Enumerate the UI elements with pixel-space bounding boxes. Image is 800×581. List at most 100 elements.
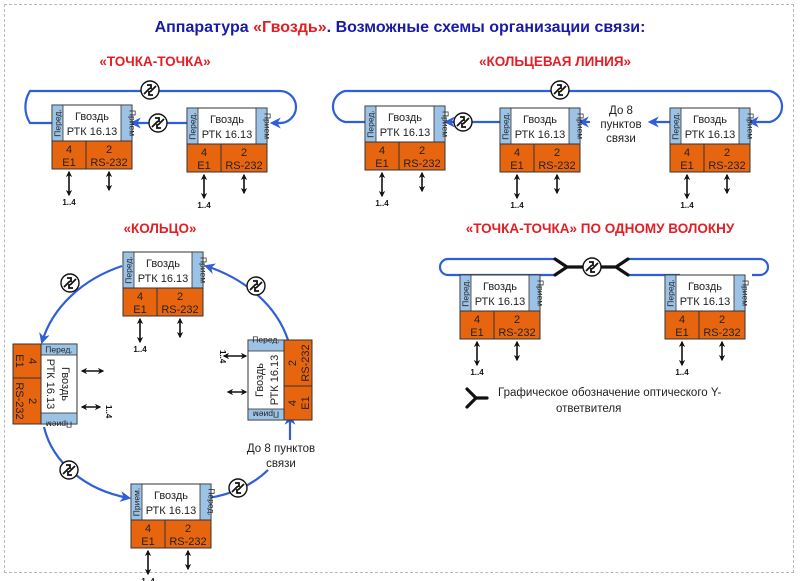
- legend-text-line-1: Графическое обозначение оптического Y-: [498, 387, 721, 399]
- rx-label: Прием: [199, 257, 209, 283]
- tx-label: Перед.: [366, 110, 376, 137]
- rs232-port-label: RS-232: [13, 382, 25, 419]
- device-name: Гвоздь: [483, 281, 517, 293]
- optical-coupler-icon: [582, 257, 602, 277]
- e1-port-label: E1: [680, 160, 693, 172]
- tx-label: Перед.: [45, 345, 72, 355]
- note-line-1: До 8 пунктов: [247, 443, 315, 455]
- rs232-port-count: 2: [287, 360, 299, 366]
- e1-port-label: E1: [197, 160, 210, 172]
- optical-y-splitter-icon: [553, 257, 586, 277]
- section-title-ring-line: «КОЛЬЦЕВАЯ ЛИНИЯ»: [479, 54, 631, 69]
- e1-port-label: E1: [13, 354, 25, 367]
- rs232-port-count: 2: [419, 145, 425, 157]
- rs232-port-count: 2: [185, 523, 191, 535]
- e1-port-label: E1: [62, 157, 75, 169]
- e1-port-count: 4: [474, 314, 480, 326]
- optical-coupler-icon: [60, 273, 80, 293]
- rs232-port-label: RS-232: [498, 327, 535, 339]
- rs232-port-label: RS-232: [708, 160, 745, 172]
- rx-label: Перед.: [252, 335, 279, 345]
- e1-range-label: 1..4: [104, 405, 113, 419]
- e1-port-count: 4: [514, 147, 520, 159]
- e1-port-count: 4: [287, 400, 299, 406]
- section-title-point-to-point: «ТОЧКА-ТОЧКА»: [99, 54, 210, 69]
- rs232-port-count: 2: [106, 144, 112, 156]
- single-fiber-left-upper: [438, 257, 555, 277]
- device-model: РТК 16.13: [269, 355, 281, 406]
- e1-range-label: 1..4: [133, 345, 147, 354]
- device-model: РТК 16.13: [202, 129, 253, 141]
- device-model: РТК 16.13: [380, 127, 431, 139]
- e1-port-count: 4: [679, 314, 685, 326]
- rx-label: Перед.: [207, 488, 217, 515]
- rx-label: Прием: [263, 113, 273, 139]
- optical-coupler-icon: [59, 460, 79, 480]
- rs232-port-count: 2: [719, 314, 725, 326]
- legend-text-line-2: ответвителя: [556, 403, 621, 415]
- e1-port-label: E1: [141, 536, 154, 548]
- device-name: Гвоздь: [154, 490, 188, 502]
- device-model: РТК 16.13: [67, 126, 118, 138]
- tx-label: Перед.: [666, 279, 676, 306]
- ring-line-note: До 8 пунктов связи: [600, 105, 641, 145]
- e1-range-label: 1..4: [470, 368, 484, 377]
- device-model: РТК 16.13: [146, 505, 197, 517]
- tx-label: Перед.: [461, 279, 471, 306]
- note-line-2: пунктов: [600, 119, 641, 131]
- rs232-port-count: 2: [514, 314, 520, 326]
- tx-label: Перед.: [124, 256, 134, 283]
- e1-port-count: 4: [137, 291, 143, 303]
- ring-note: До 8 пунктов связи: [247, 443, 315, 470]
- rs232-port-count: 2: [724, 147, 730, 159]
- optical-coupler-icon: [140, 80, 160, 100]
- rs232-port-label: RS-232: [538, 160, 575, 172]
- e1-port-count: 4: [684, 147, 690, 159]
- title-suffix: . Возможные схемы организации связи:: [327, 19, 646, 36]
- rx-label: Прием: [46, 420, 72, 430]
- device-name: Гвоздь: [688, 281, 722, 293]
- rs232-port-label: RS-232: [225, 160, 262, 172]
- rx-label: Прием: [128, 110, 138, 136]
- e1-port-label: E1: [375, 158, 388, 170]
- ring-fiber-top-right: [203, 263, 290, 341]
- optical-coupler-icon: [246, 276, 266, 296]
- device-name: Гвоздь: [59, 367, 71, 401]
- rx-label: Прием: [741, 280, 751, 306]
- diagram-frame: [4, 4, 794, 573]
- e1-port-label: E1: [675, 327, 688, 339]
- e1-range-label: 1..4: [675, 368, 689, 377]
- title-brand: «Гвоздь»: [253, 19, 327, 36]
- e1-range-label: 1..4: [375, 199, 389, 208]
- device-name: Гвоздь: [388, 112, 422, 124]
- e1-range-label: 1..4: [510, 201, 524, 210]
- p2p-outer-fiber: [24, 89, 298, 129]
- rs232-port-count: 2: [26, 398, 38, 404]
- rs232-port-label: RS-232: [90, 157, 127, 169]
- e1-port-count: 4: [26, 358, 38, 364]
- tx-label: Перед.: [188, 112, 198, 139]
- rs232-port-count: 2: [554, 147, 560, 159]
- device-name: Гвоздь: [523, 114, 557, 126]
- page-title: Аппаратура «Гвоздь». Возможные схемы орг…: [155, 19, 646, 36]
- device-name: Гвоздь: [210, 114, 244, 126]
- note-line-3: связи: [606, 133, 636, 145]
- e1-port-count: 4: [201, 147, 207, 159]
- e1-range-label: 1..4: [141, 577, 155, 581]
- device-model: РТК 16.13: [138, 273, 189, 285]
- title-prefix: Аппаратура: [155, 19, 254, 36]
- e1-port-count: 4: [379, 145, 385, 157]
